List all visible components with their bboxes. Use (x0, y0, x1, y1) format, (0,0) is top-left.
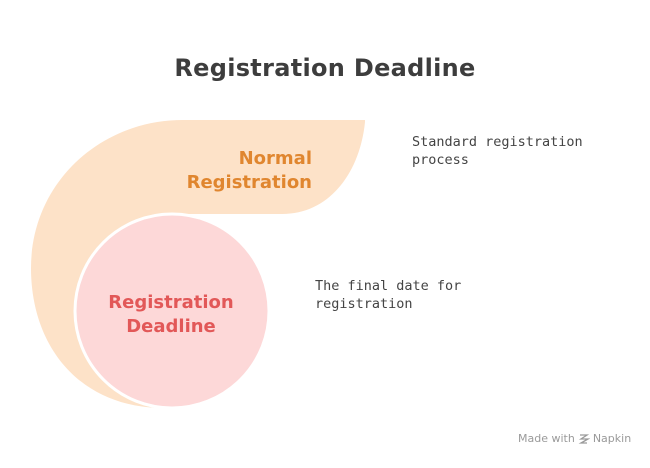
napkin-logo-icon (578, 433, 590, 444)
registration-deadline-circle (73, 212, 271, 410)
normal-registration-description-line2: process (412, 152, 469, 168)
registration-deadline-description: The final date for registration (315, 277, 495, 313)
normal-registration-label-line2: Registration (187, 172, 312, 193)
registration-deadline-label-line1: Registration (108, 292, 233, 313)
registration-deadline-description-line1: The final date for (315, 278, 462, 294)
watermark-brand: Napkin (592, 432, 632, 445)
normal-registration-description-line1: Standard registration (412, 134, 583, 150)
normal-registration-label-line1: Normal (239, 148, 312, 169)
normal-registration-description: Standard registration process (412, 133, 602, 169)
registration-deadline-label-line2: Deadline (126, 316, 216, 337)
registration-deadline-description-line2: registration (315, 296, 413, 312)
normal-registration-shape (31, 120, 365, 408)
napkin-watermark[interactable]: Made with Napkin (518, 432, 631, 445)
diagram-title: Registration Deadline (174, 54, 476, 82)
watermark-prefix: Made with (518, 432, 575, 445)
